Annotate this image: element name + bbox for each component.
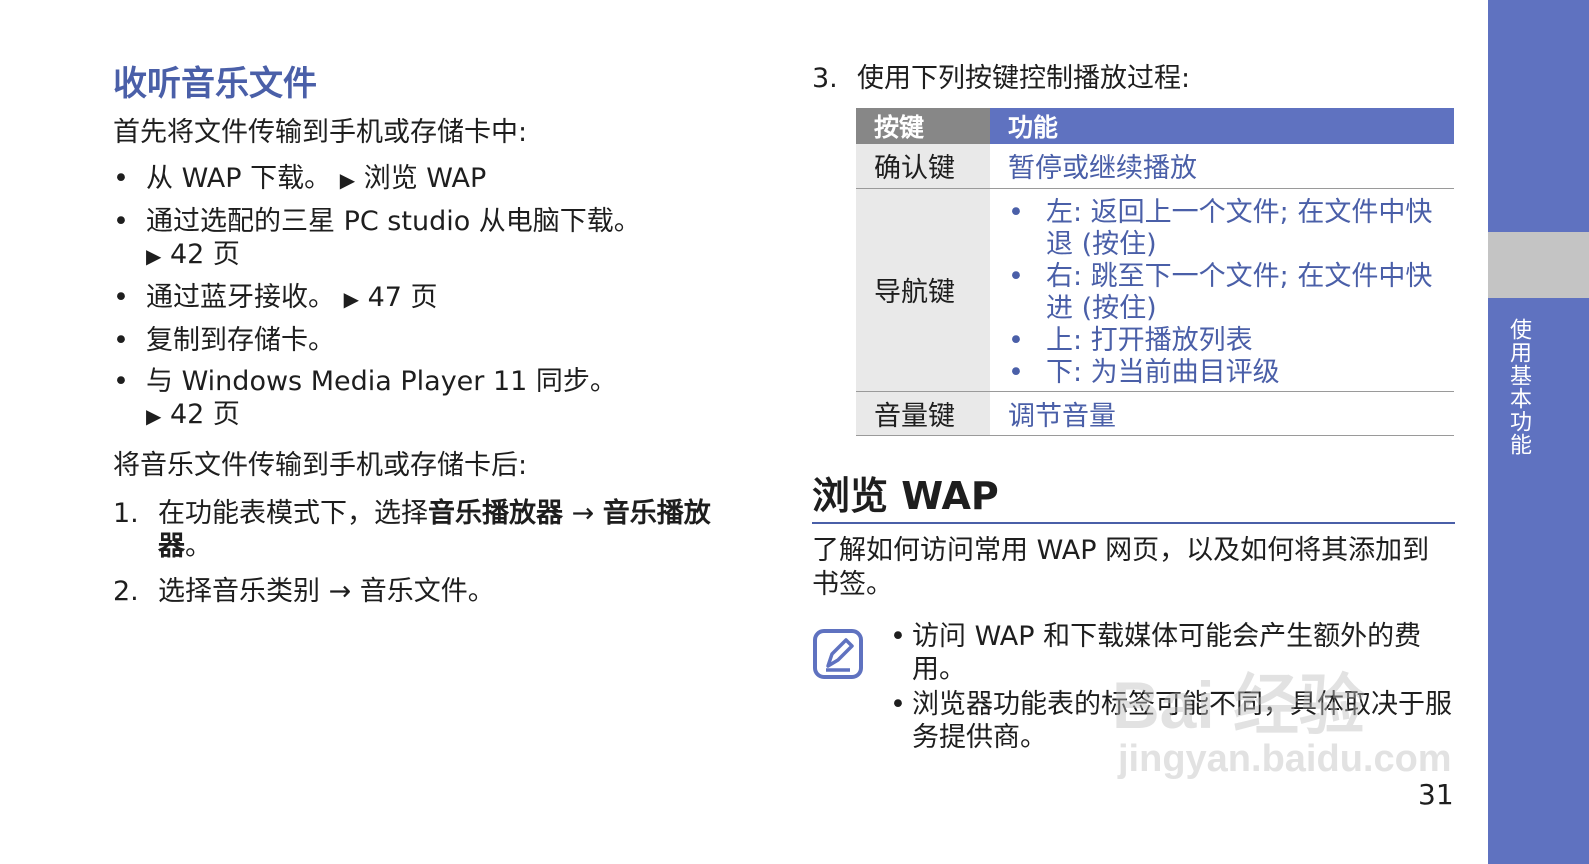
list-item: 下: 为当前曲目评级 bbox=[1008, 357, 1436, 389]
arrow-right-icon: ▶ bbox=[339, 168, 356, 192]
left-column: 收听音乐文件 首先将文件传输到手机或存储卡中: 从 WAP 下载。 ▶ 浏览 W… bbox=[113, 62, 753, 620]
after-text: 将音乐文件传输到手机或存储卡后: bbox=[113, 450, 528, 481]
nav-function-list: 左: 返回上一个文件; 在文件中快退 (按住) 右: 跳至下一个文件; 在文件中… bbox=[1008, 189, 1436, 391]
step-item: 3. 使用下列按键控制播放过程: bbox=[812, 63, 1191, 94]
wap-intro: 了解如何访问常用 WAP 网页，以及如何将其添加到书签。 bbox=[812, 534, 1430, 600]
table-row: 音量键 调节音量 bbox=[856, 391, 1454, 436]
cross-ref: 浏览 WAP bbox=[363, 163, 487, 194]
list-item: 通过选配的三星 PC studio 从电脑下载。 ▶ 42 页 bbox=[113, 205, 753, 273]
step-list: 3. 使用下列按键控制播放过程: bbox=[812, 62, 1455, 95]
wap-section-title: 浏览 WAP bbox=[812, 474, 1455, 524]
arrow-right-icon: ▶ bbox=[146, 404, 162, 428]
arrow-right-icon: ▶ bbox=[343, 287, 359, 311]
step-item: 2. 选择音乐类别 → 音乐文件。 bbox=[113, 576, 495, 607]
list-item: 上: 打开播放列表 bbox=[1008, 325, 1436, 357]
function-cell: 暂停或继续播放 bbox=[990, 144, 1454, 189]
cross-ref: 47 页 bbox=[367, 282, 438, 313]
watermark-logo: Bai 经验 jingyan.baidu.com bbox=[1112, 668, 1452, 780]
chapter-tab-marker bbox=[1488, 232, 1589, 298]
key-cell: 导航键 bbox=[856, 188, 990, 392]
table-row: 确认键 暂停或继续播放 bbox=[856, 144, 1454, 189]
chapter-sidebar bbox=[1488, 0, 1589, 864]
list-item: 浏览器功能表的标签可能不同，具体取决于服务提供商。 bbox=[890, 688, 1455, 754]
table-row: 导航键 左: 返回上一个文件; 在文件中快退 (按住) 右: 跳至下一个文件; … bbox=[856, 188, 1454, 392]
list-item: 与 Windows Media Player 11 同步。 ▶ 42 页 bbox=[113, 365, 753, 433]
note-box: 访问 WAP 和下载媒体可能会产生额外的费用。 浏览器功能表的标签可能不同，具体… bbox=[812, 620, 1455, 754]
step-item: 1. 在功能表模式下，选择音乐播放器 → 音乐播放器。 bbox=[113, 498, 711, 562]
section-title: 收听音乐文件 bbox=[113, 64, 317, 104]
arrow-right-icon: ▶ bbox=[146, 244, 162, 268]
column-header-key: 按键 bbox=[856, 108, 990, 144]
cross-ref: 42 页 bbox=[169, 239, 240, 270]
intro-text: 首先将文件传输到手机或存储卡中: bbox=[113, 117, 528, 148]
list-item: 从 WAP 下载。 ▶ 浏览 WAP bbox=[113, 162, 753, 197]
note-list: 访问 WAP 和下载媒体可能会产生额外的费用。 浏览器功能表的标签可能不同，具体… bbox=[812, 620, 1455, 754]
chapter-label: 使用基本功能 bbox=[1506, 318, 1531, 456]
list-item: 访问 WAP 和下载媒体可能会产生额外的费用。 bbox=[890, 620, 1455, 686]
step-list: 1. 在功能表模式下，选择音乐播放器 → 音乐播放器。 2. 选择音乐类别 → … bbox=[113, 497, 753, 608]
menu-path: 音乐播放器 bbox=[158, 498, 711, 562]
list-item: 通过蓝牙接收。 ▶ 47 页 bbox=[113, 281, 753, 316]
cross-ref: 42 页 bbox=[169, 399, 240, 430]
page-number: 31 bbox=[1418, 778, 1454, 811]
key-cell: 确认键 bbox=[856, 144, 990, 189]
key-function-table: 按键 功能 确认键 暂停或继续播放 导航键 左: 返回上一个文件; 在文件中快退… bbox=[856, 108, 1454, 436]
table-header-row: 按键 功能 bbox=[856, 108, 1454, 144]
list-item: 左: 返回上一个文件; 在文件中快退 (按住) bbox=[1008, 197, 1436, 261]
source-list: 从 WAP 下载。 ▶ 浏览 WAP 通过选配的三星 PC studio 从电脑… bbox=[113, 162, 753, 433]
function-cell: 左: 返回上一个文件; 在文件中快退 (按住) 右: 跳至下一个文件; 在文件中… bbox=[990, 188, 1454, 392]
right-column: 3. 使用下列按键控制播放过程: 按键 功能 确认键 暂停或继续播放 导航键 左… bbox=[812, 62, 1455, 756]
function-cell: 调节音量 bbox=[990, 391, 1454, 436]
key-cell: 音量键 bbox=[856, 391, 990, 436]
column-header-function: 功能 bbox=[990, 108, 1454, 144]
list-item: 复制到存储卡。 bbox=[113, 324, 753, 357]
note-pencil-icon bbox=[813, 628, 863, 679]
list-item: 右: 跳至下一个文件; 在文件中快进 (按住) bbox=[1008, 261, 1436, 325]
menu-path: 音乐播放器 bbox=[428, 498, 563, 529]
